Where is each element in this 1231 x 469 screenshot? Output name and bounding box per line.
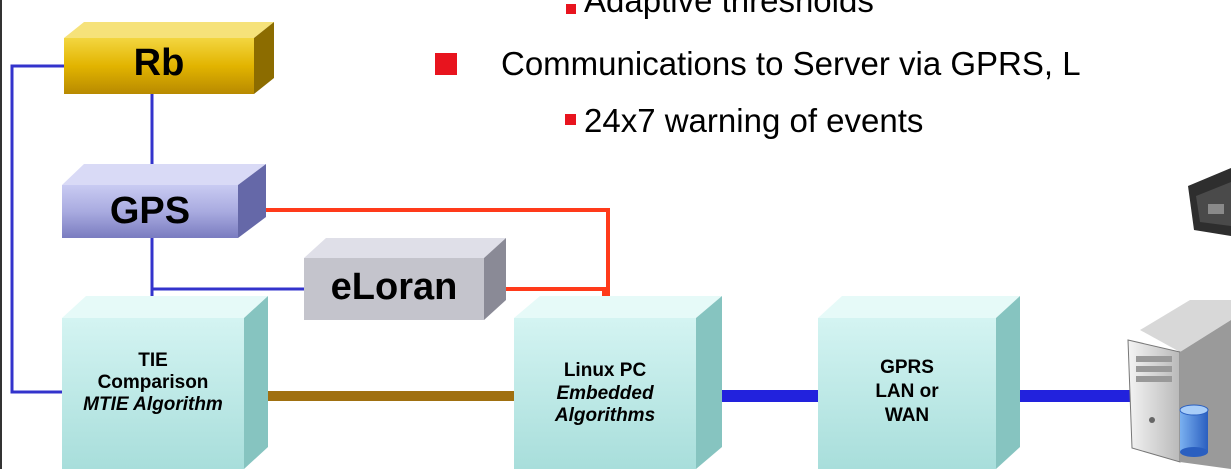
- sub-bullet-1: [566, 4, 576, 14]
- tie-label-line1: TIE: [138, 350, 168, 371]
- gprs-label-line3: WAN: [884, 405, 930, 426]
- gprs-label-line1: GPRS: [880, 357, 934, 378]
- linux-label-line3: Algorithms: [554, 405, 656, 426]
- bullet-adaptive-thresholds: Adaptive thresholds: [584, 0, 874, 19]
- tie-label-line2: Comparison: [97, 372, 209, 393]
- database-icon: [1179, 404, 1209, 457]
- main-bullet: [435, 53, 457, 75]
- server-icon: [1127, 300, 1231, 469]
- linux-label-line2: Embedded: [556, 383, 654, 404]
- tie-comparison-box: [62, 296, 268, 469]
- bullet-communications: Communications to Server via GPRS, L: [501, 45, 1081, 82]
- rb-box: [64, 22, 274, 94]
- gprs-label-line2: LAN or: [875, 381, 939, 402]
- bullet-24x7-warning: 24x7 warning of events: [584, 102, 924, 139]
- gps-label: GPS: [109, 190, 191, 232]
- rb-gps-tie-links: [10, 64, 304, 394]
- gprs-box: [818, 296, 1020, 469]
- tie-label-line3: MTIE Algorithm: [83, 394, 223, 415]
- linux-pc-box: [514, 296, 722, 469]
- sub-bullet-2: [565, 114, 576, 125]
- network-device-icon: [1188, 168, 1231, 236]
- rb-label: Rb: [133, 42, 185, 84]
- eloran-label: eLoran: [330, 266, 458, 308]
- gps-box: [62, 164, 266, 238]
- eloran-box: [304, 238, 506, 320]
- linux-label-line1: Linux PC: [563, 360, 647, 381]
